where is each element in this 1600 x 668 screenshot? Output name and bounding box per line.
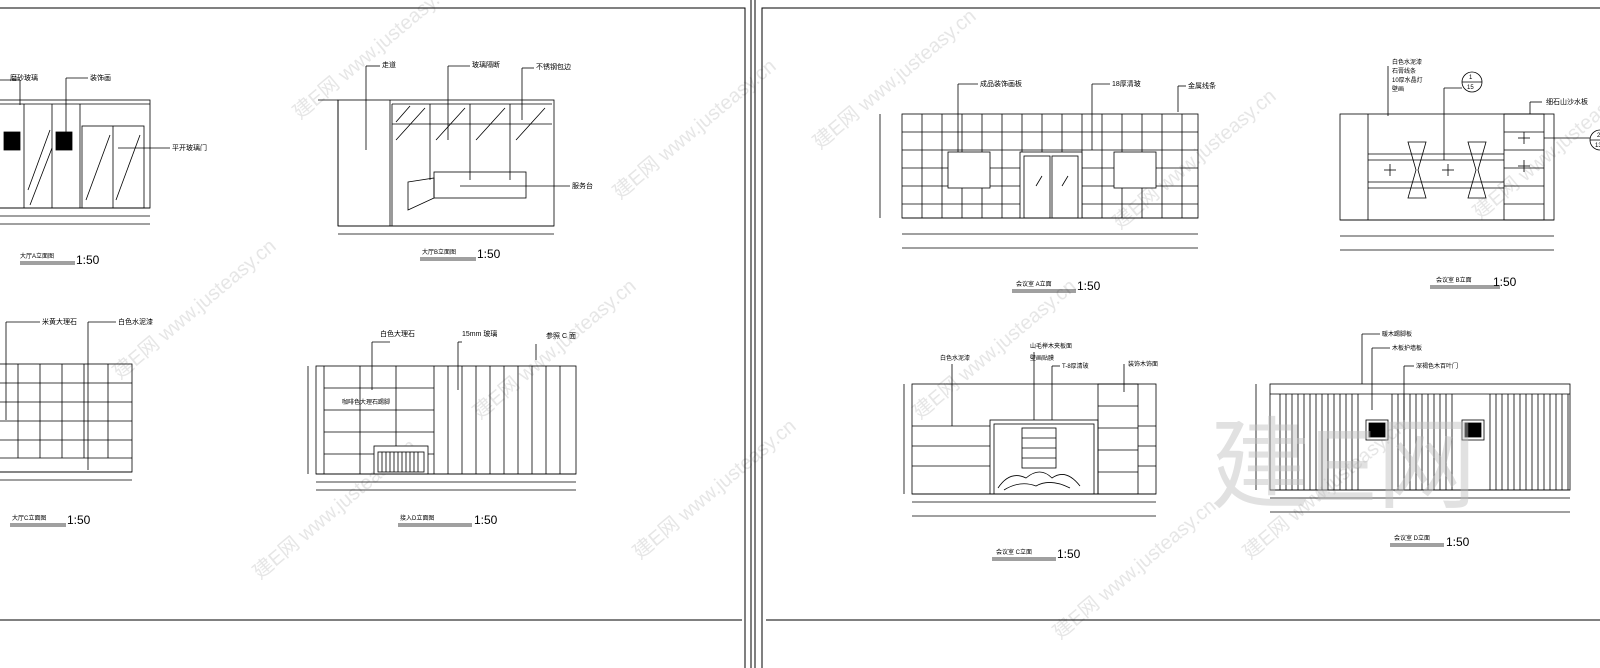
caption-right-a: 会议室 A立面 — [1016, 280, 1052, 288]
callout-1-bottom: 15 — [1467, 85, 1474, 91]
right-elevation-c — [903, 352, 1157, 561]
right-elevation-b — [1339, 66, 1600, 289]
left-elevation-b — [318, 65, 570, 261]
label-white-paint: 白色水泥漆 — [118, 317, 153, 326]
watermark-logo-large: 建E网 — [1210, 410, 1477, 522]
left-elevation-b-text: 走道 玻璃隔断 不锈钢包边 服务台 大厅B立面图 1:50 — [382, 60, 593, 261]
label-beech-panel: 山毛榉木夹板面 — [1030, 342, 1072, 350]
caption-left-c: 大厅C立面图 — [12, 514, 46, 522]
label-white-paint-c: 白色水泥漆 — [940, 354, 970, 362]
label-frosted-glass: 磨砂玻璃 — [10, 73, 38, 82]
scale-right-b: 1:50 — [1493, 275, 1517, 289]
scale-right-c: 1:50 — [1057, 547, 1081, 561]
caption-right-d: 会议室 D立面 — [1394, 534, 1430, 542]
watermark-text: 建E网 www.justeasy.cn — [1468, 74, 1600, 224]
label-white-paint-r: 白色水泥漆 — [1392, 58, 1422, 66]
label-coffee-marble: 咖啡色大理石踢脚 — [342, 398, 390, 406]
right-elevation-d-text: 暖木踢脚板 木板护墙板 深褐色木百叶门 会议室 D立面 1:50 — [1382, 330, 1470, 549]
label-15mm-glass: 15mm 玻璃 — [462, 329, 497, 338]
label-refer-c: 参照 C 面 — [546, 331, 576, 340]
right-elevation-a-text: 成品装饰画板 18厚清玻 金属线条 会议室 A立面 1:50 — [980, 79, 1216, 293]
scale-left-b: 1:50 — [477, 247, 501, 261]
label-decor-board: 成品装饰画板 — [980, 79, 1022, 88]
scale-right-d: 1:50 — [1446, 535, 1470, 549]
label-metal-strip: 金属线条 — [1188, 81, 1216, 90]
watermark-text: 建E网 www.justeasy.cn — [108, 234, 280, 384]
watermark-text: 建E网 www.justeasy.cn — [808, 4, 980, 154]
label-white-marble: 白色大理石 — [380, 329, 415, 338]
label-corridor: 走道 — [382, 60, 396, 69]
label-gypsum-line: 石膏线条 — [1392, 67, 1416, 75]
callout-1-top: 1 — [1469, 75, 1473, 81]
left-elevation-d-text: 白色大理石 15mm 玻璃 参照 C 面 咖啡色大理石踢脚 接入D立面图 1:5… — [342, 329, 576, 527]
callout-2-bottom: 13 — [1595, 143, 1600, 149]
left-elevation-a — [0, 77, 170, 265]
caption-left-b: 大厅B立面图 — [422, 248, 456, 256]
label-8mm-glass: T-8厚清玻 — [1062, 362, 1089, 370]
left-elevation-d — [307, 341, 577, 527]
caption-right-b: 会议室 B立面 — [1436, 276, 1472, 284]
right-elevation-a — [879, 83, 1199, 293]
caption-left-a: 大厅A立面图 — [20, 252, 54, 260]
label-warm-baseboard: 暖木踢脚板 — [1382, 330, 1412, 338]
watermark-text: 建E网 www.justeasy.cn — [1048, 494, 1220, 644]
label-wood-finish: 装饰木饰面 — [1128, 360, 1158, 368]
scale-left-d: 1:50 — [474, 513, 498, 527]
label-crystal-lamp: 10厚水晶灯 — [1392, 76, 1423, 84]
left-elevation-c-text: 米黄大理石 白色水泥漆 大厅C立面图 1:50 — [12, 317, 153, 527]
right-elevation-b-text: 白色水泥漆 石膏线条 10厚水晶灯 壁画 细石山沙水板 1 15 2 13 会议… — [1392, 58, 1600, 289]
watermark-text: 建E网 www.justeasy.cn — [468, 274, 640, 424]
label-mural: 壁画 — [1392, 85, 1404, 93]
label-sand-stone-board: 细石山沙水板 — [1546, 97, 1588, 106]
callout-2-top: 2 — [1597, 133, 1600, 139]
label-glass-partition: 玻璃隔断 — [472, 60, 500, 69]
label-swing-glass-door: 平开玻璃门 — [172, 143, 207, 152]
scale-right-a: 1:50 — [1077, 279, 1101, 293]
right-elevation-c-text: 白色水泥漆 山毛榉木夹板面 壁画贴膜 T-8厚清玻 装饰木饰面 会议室 C立面 … — [940, 342, 1158, 561]
label-mural-film: 壁画贴膜 — [1030, 354, 1054, 362]
label-service-desk: 服务台 — [572, 181, 593, 190]
right-elevation-d — [1255, 333, 1571, 547]
label-beige-marble: 米黄大理石 — [42, 317, 77, 326]
label-18mm-glass: 18厚清玻 — [1112, 79, 1141, 88]
caption-right-c: 会议室 C立面 — [996, 548, 1032, 556]
label-louver-door: 深褐色木百叶门 — [1416, 362, 1458, 370]
caption-left-d: 接入D立面图 — [400, 514, 434, 522]
scale-left-a: 1:50 — [76, 253, 100, 267]
left-elevation-c — [0, 321, 133, 527]
watermark-text: 建E网 www.justeasy.cn — [288, 0, 460, 124]
label-stainless-trim: 不锈钢包边 — [536, 62, 571, 71]
label-wood-wall-panel: 木板护墙板 — [1392, 344, 1422, 352]
label-decor-painting: 装饰画 — [90, 73, 111, 82]
watermark-text: 建E网 www.justeasy.cn — [628, 414, 800, 564]
left-elevation-a-text: 磨砂玻璃 装饰画 平开玻璃门 大厅A立面图 1:50 — [10, 73, 207, 267]
scale-left-c: 1:50 — [67, 513, 91, 527]
